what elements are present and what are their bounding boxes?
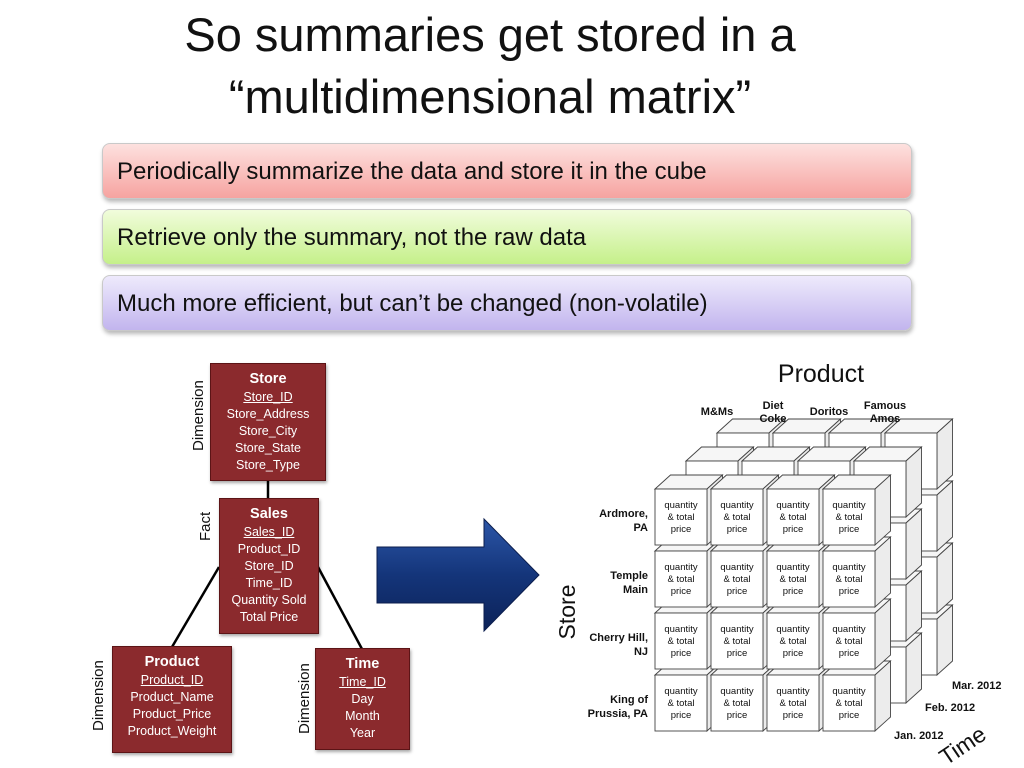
table-field: Store_Address — [226, 407, 310, 421]
cell-front-face — [710, 488, 764, 546]
cell-front-face — [766, 612, 820, 670]
store-label: Cherry Hill,NJ — [589, 632, 648, 658]
table-field: Year — [349, 726, 376, 740]
table-field: Product_ID — [237, 542, 301, 556]
cell-front-face — [766, 488, 820, 546]
cell-front-face — [822, 488, 876, 546]
table-field: Store_City — [238, 424, 298, 438]
cell-front-face — [766, 674, 820, 732]
table-name: Time — [345, 656, 380, 672]
connector-sales-product — [170, 566, 221, 648]
table-key: Sales_ID — [243, 525, 295, 539]
title-line-1: So summaries get stored in a — [184, 8, 796, 61]
bullet-summarize: Periodically summarize the data and stor… — [102, 143, 912, 199]
time-label: Jan. 2012 — [894, 730, 944, 742]
table-field: Store_Type — [236, 458, 300, 472]
cell-front-face — [654, 550, 708, 608]
time-axis-label: Time — [934, 721, 990, 768]
table-name: Product — [144, 654, 200, 670]
bullet-retrieve: Retrieve only the summary, not the raw d… — [102, 209, 912, 265]
time-table: Time Time_ID Day Month Year — [315, 648, 410, 750]
cell-front-face — [710, 674, 764, 732]
product-label: M&Ms — [701, 406, 733, 418]
cell-front-face — [710, 612, 764, 670]
table-key: Product_ID — [140, 673, 204, 687]
title-line-2: “multidimensional matrix” — [228, 70, 752, 123]
table-key: Time_ID — [339, 675, 386, 689]
time-label: Mar. 2012 — [952, 680, 1002, 692]
time-label: Feb. 2012 — [925, 702, 975, 714]
cell-front-face — [654, 488, 708, 546]
cell-front-face — [822, 550, 876, 608]
cell-front-face — [710, 550, 764, 608]
table-field: Total Price — [239, 610, 299, 624]
store-table: Store Store_ID Store_Address Store_City … — [210, 363, 326, 481]
product-label: Doritos — [810, 406, 849, 418]
connector-sales-time — [316, 566, 364, 650]
sales-table: Sales Sales_ID Product_ID Store_ID Time_… — [219, 498, 319, 634]
table-name: Sales — [250, 506, 288, 522]
table-field: Store_State — [234, 441, 301, 455]
cell-front-face — [822, 674, 876, 732]
product-axis-label: Product — [778, 360, 864, 388]
store-label: Ardmore,PA — [599, 508, 648, 534]
table-key: Store_ID — [243, 390, 293, 404]
table-field: Product_Price — [132, 707, 212, 721]
cell-front-face — [654, 674, 708, 732]
table-field: Product_Weight — [127, 724, 217, 738]
cell-front-face — [654, 612, 708, 670]
table-field: Time_ID — [245, 576, 293, 590]
table-field: Product_Name — [130, 690, 214, 704]
table-field: Quantity Sold — [231, 593, 307, 607]
table-name: Store — [249, 371, 287, 387]
product-table: Product Product_ID Product_Name Product_… — [112, 646, 232, 753]
table-field: Day — [351, 692, 374, 706]
table-field: Store_ID — [244, 559, 294, 573]
cell-front-face — [766, 550, 820, 608]
table-field: Month — [345, 709, 380, 723]
cell-front-face — [822, 612, 876, 670]
bullet-efficient: Much more efficient, but can’t be change… — [102, 275, 912, 331]
store-axis-label: Store — [554, 585, 580, 640]
slide-title: So summaries get stored in a “multidimen… — [0, 4, 980, 128]
